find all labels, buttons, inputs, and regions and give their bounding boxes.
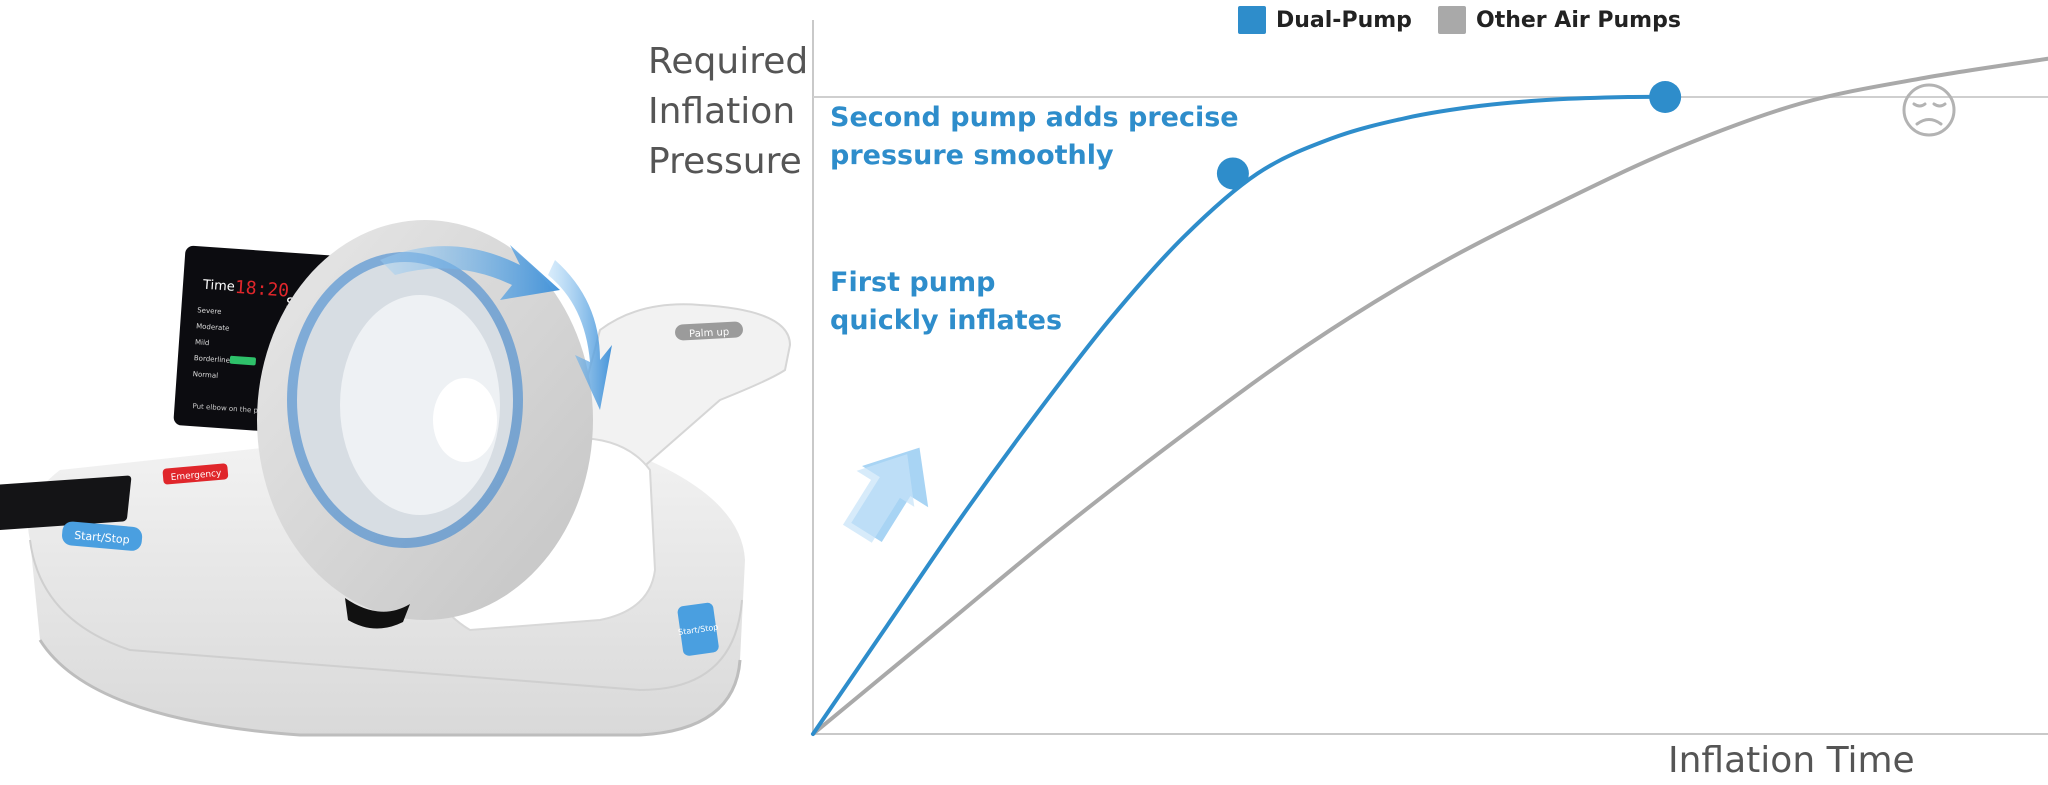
y-axis-title: Required Inflation Pressure [648,41,808,182]
rotation-arrow-icon [548,260,612,410]
svg-text:Moderate: Moderate [196,322,230,332]
svg-text:Inflation: Inflation [648,91,795,132]
svg-text:First pump: First pump [830,267,995,298]
data-point-marker [1649,81,1682,113]
annotation-first-pump: First pump quickly inflates [830,267,1062,336]
svg-text:pressure smoothly: pressure smoothly [830,140,1114,171]
side-start-stop-button[interactable]: Start/Stop [675,602,722,657]
svg-text:Start/Stop: Start/Stop [74,529,131,547]
legend-label-dual-pump: Dual-Pump [1276,8,1412,33]
legend-swatch-other-air-pumps [1438,6,1466,34]
emergency-button[interactable]: Emergency [162,463,229,485]
up-arrow-icon [842,447,929,543]
data-point-marker [1216,157,1249,190]
svg-text:Emergency: Emergency [170,469,222,483]
annotation-second-pump: Second pump adds precise pressure smooth… [830,102,1239,171]
svg-text:Second pump adds precise: Second pump adds precise [830,102,1239,133]
rotation-arrow-icon [380,245,560,300]
svg-text:Time: Time [201,278,235,295]
svg-text:Mild: Mild [195,338,210,347]
front-display [0,475,132,531]
x-axis-title: Inflation Time [1668,740,1915,781]
legend-label-other-air-pumps: Other Air Pumps [1476,8,1681,33]
blood-pressure-monitor-image: Emergency Start/Stop Time 18:20 SYS D Se… [0,220,792,737]
palm-rest: Palm up [558,303,792,482]
series-line-dual-pump [811,94,1680,736]
svg-text:18:20: 18:20 [234,277,290,302]
legend-swatch-dual-pump [1238,6,1266,34]
svg-text:Borderline: Borderline [194,354,231,364]
arm-cuff [257,220,657,632]
start-stop-button[interactable]: Start/Stop [61,521,143,552]
svg-text:Required: Required [648,41,808,82]
svg-text:Pressure: Pressure [648,141,802,182]
series-layer [811,56,2048,736]
sad-face-icon [1902,83,1956,137]
series-line-other-air-pumps [811,56,2048,736]
svg-text:Palm up: Palm up [689,327,730,340]
legend: Dual-Pump Other Air Pumps [1238,6,1681,34]
svg-text:quickly inflates: quickly inflates [830,305,1062,336]
svg-text:Severe: Severe [197,306,222,316]
svg-text:Normal: Normal [193,370,219,380]
